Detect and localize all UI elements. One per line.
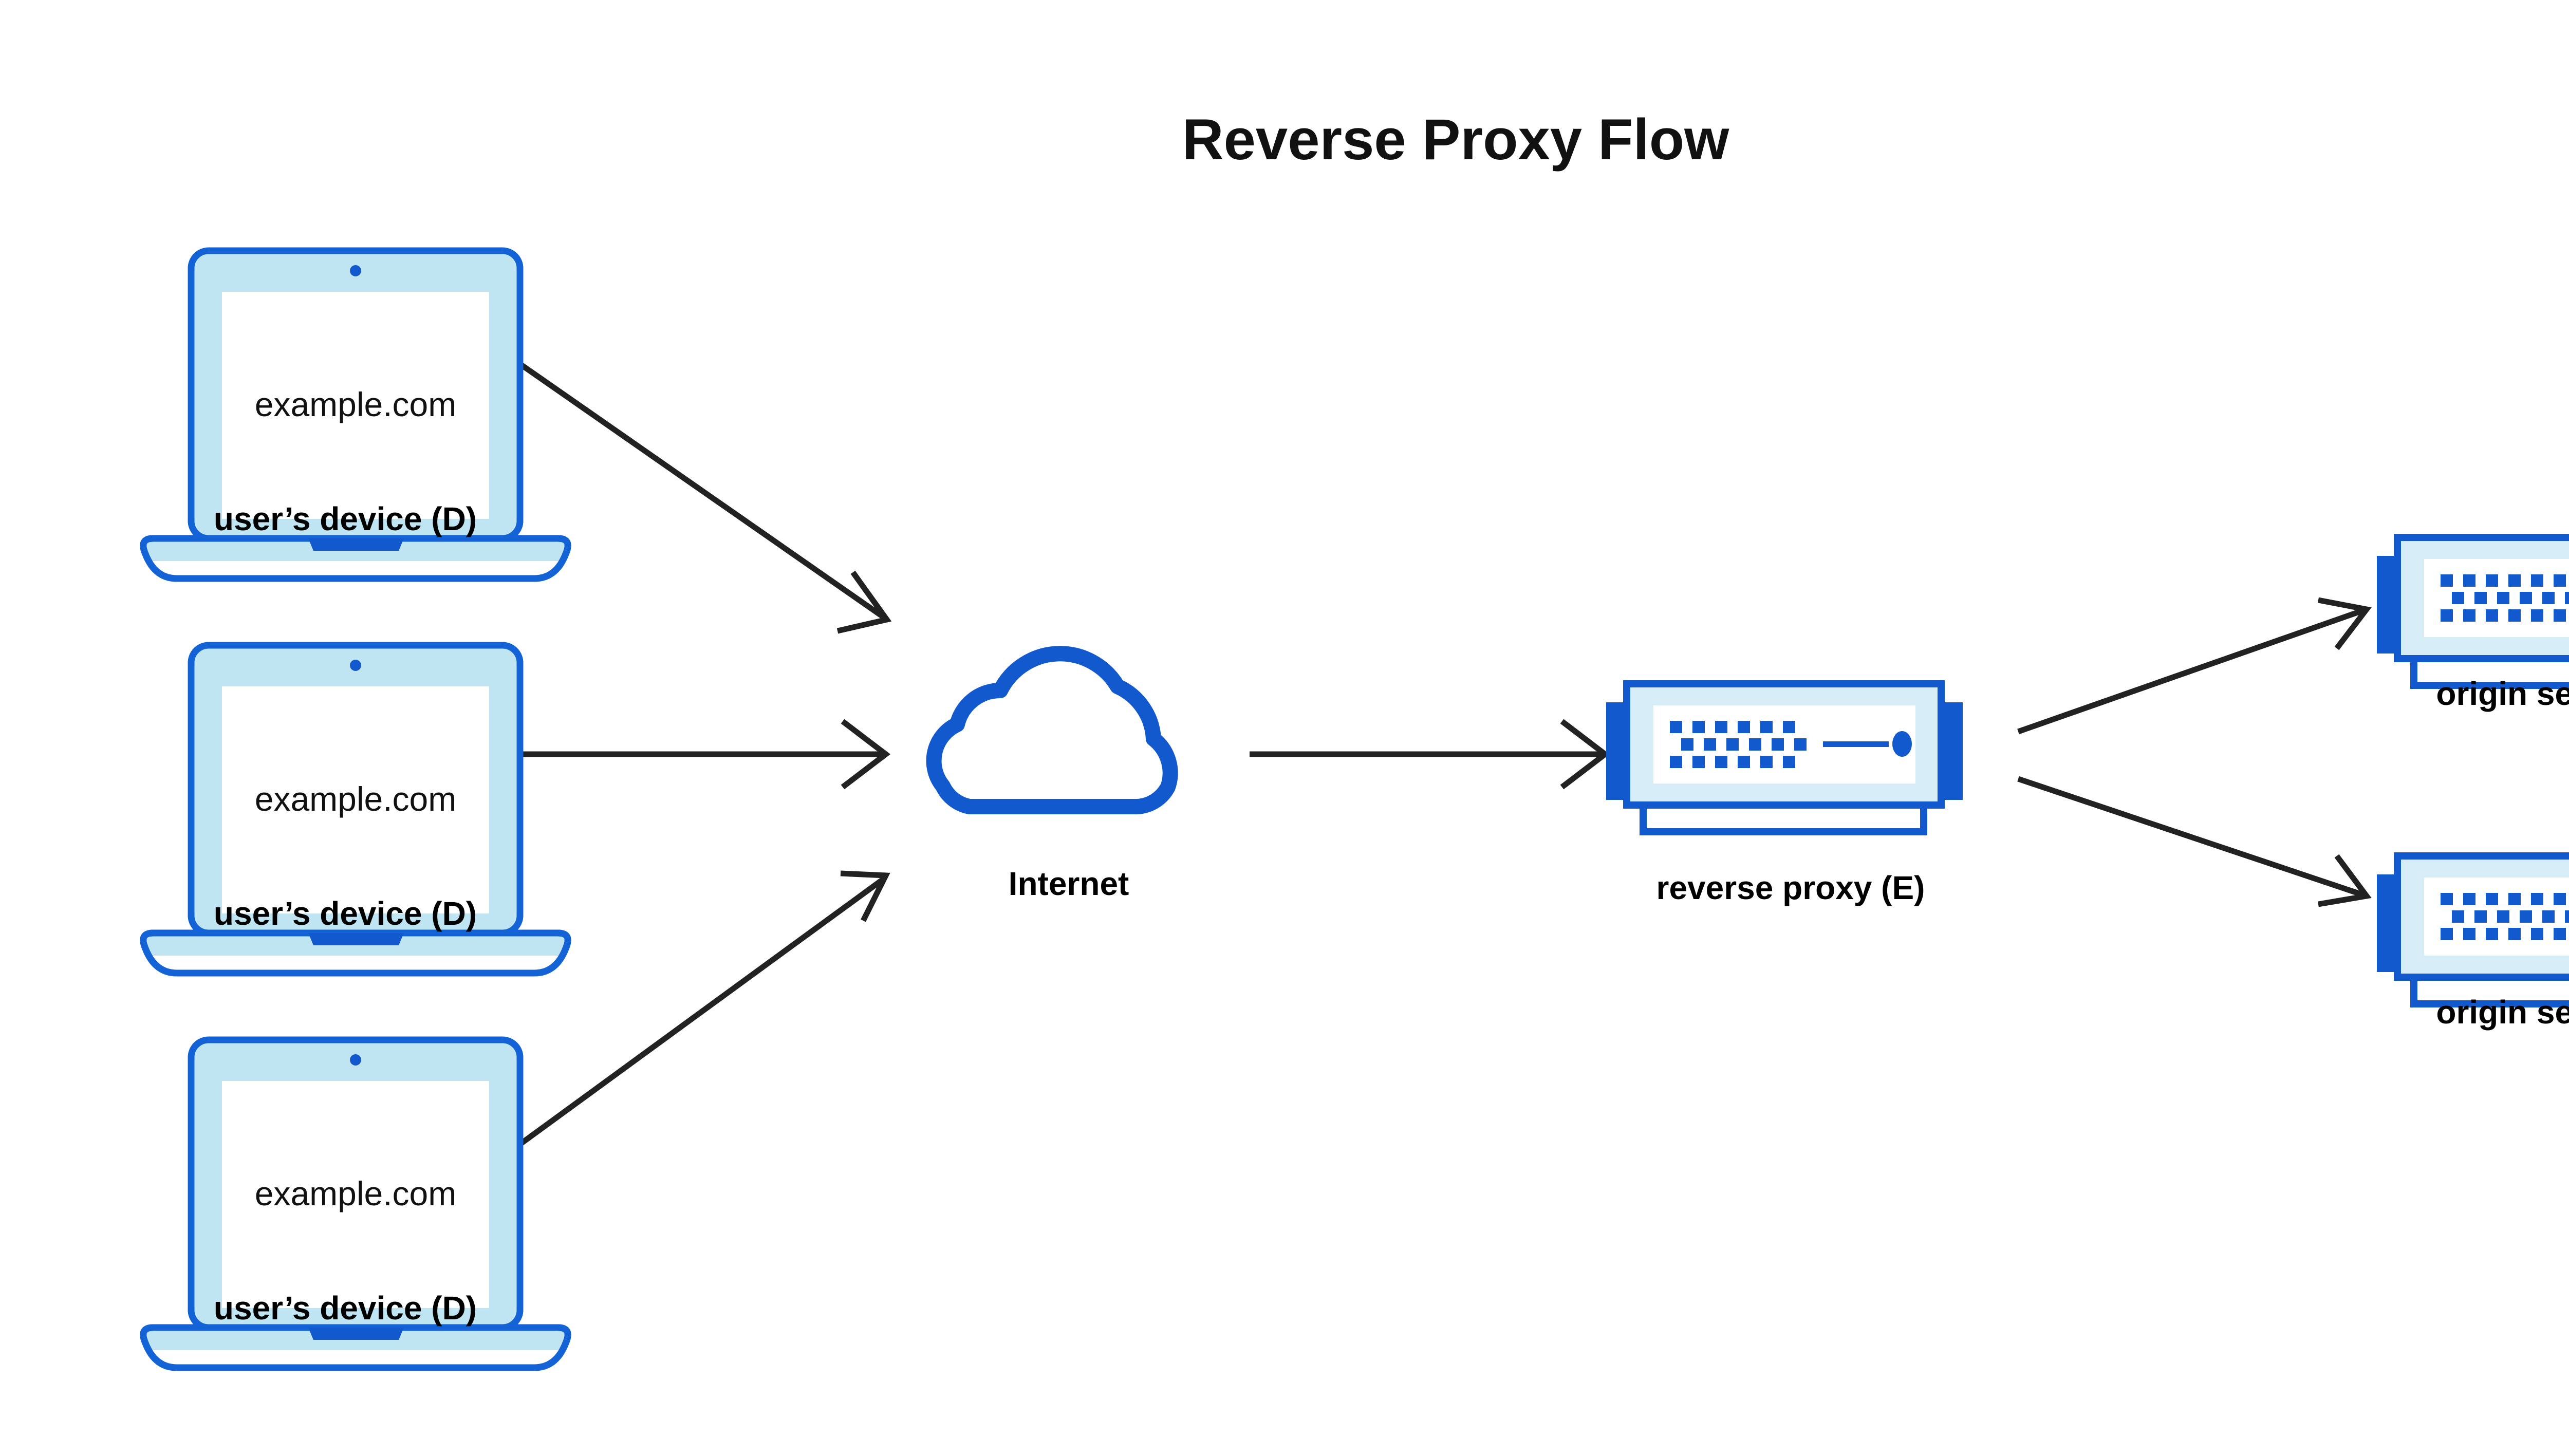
node-origin-1[interactable]: origin server (F) (2377, 537, 2569, 712)
server-icon (2377, 856, 2569, 1004)
server-icon (2377, 537, 2569, 685)
node-reverse-proxy[interactable]: reverse proxy (E) (1606, 684, 1963, 906)
server-icon (1606, 684, 1963, 832)
laptop-screen-text: example.com (255, 1174, 457, 1212)
edge-proxy-origin2 (2017, 776, 2372, 907)
node-client-3[interactable]: example.com user’s device (D) (143, 1040, 568, 1368)
node-internet[interactable]: Internet (934, 654, 1170, 902)
edge-proxy-origin1 (2017, 597, 2372, 735)
node-label-reverse-proxy: reverse proxy (E) (1656, 869, 1925, 906)
cloud-icon (934, 654, 1170, 807)
edge-client3-internet (512, 870, 890, 1151)
node-label-client-2: user’s device (D) (214, 895, 477, 932)
node-label-origin-2: origin server (F) (2436, 994, 2569, 1031)
node-client-1[interactable]: example.com user’s device (D) (143, 251, 568, 578)
node-label-client-3: user’s device (D) (214, 1290, 477, 1327)
edge-internet-proxy (1250, 719, 1610, 790)
node-label-origin-1: origin server (F) (2436, 675, 2569, 712)
laptop-screen-text: example.com (255, 385, 457, 423)
laptop-screen-text: example.com (255, 780, 457, 818)
edge-layer (512, 357, 2372, 1151)
node-label-internet: Internet (1009, 865, 1129, 902)
node-client-2[interactable]: example.com user’s device (D) (143, 645, 568, 973)
edge-client1-internet (512, 357, 892, 634)
node-label-client-1: user’s device (D) (214, 500, 477, 537)
node-origin-2[interactable]: origin server (F) (2377, 856, 2569, 1031)
page-title: Reverse Proxy Flow (1182, 107, 1729, 172)
edge-client2-internet (514, 719, 891, 790)
